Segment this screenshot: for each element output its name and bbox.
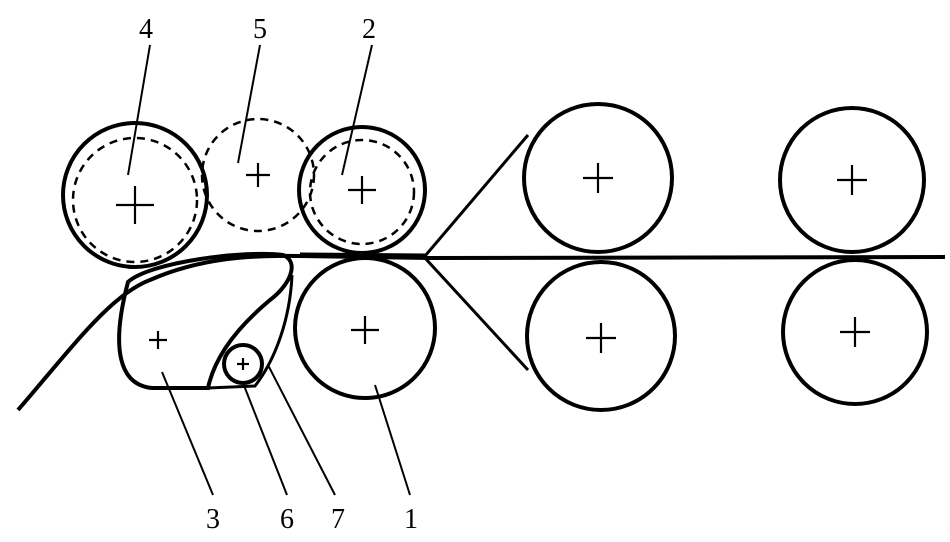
leader-7: [267, 364, 336, 496]
leader-5: [237, 44, 261, 164]
leader-4: [127, 44, 151, 176]
guide-3: [117, 251, 294, 390]
web-path: [16, 253, 946, 412]
leader-3: [161, 371, 214, 496]
tangent-upper: [423, 134, 530, 257]
label-6: 6: [280, 504, 294, 535]
label-2: 2: [362, 14, 376, 45]
roller-right-bottom: [781, 258, 929, 406]
roller-mid-bottom: [525, 260, 677, 412]
part-7: [207, 274, 294, 390]
roller-right-top: [778, 106, 926, 254]
roller-6: [222, 343, 264, 385]
roller-5: [200, 117, 316, 233]
label-5: 5: [253, 14, 267, 45]
label-4: 4: [139, 14, 153, 45]
tangent-lower: [423, 256, 530, 372]
label-1: 1: [404, 504, 418, 535]
leader-6: [242, 382, 288, 496]
label-3: 3: [206, 504, 220, 535]
label-7: 7: [331, 504, 345, 535]
web-upper-strand: [299, 252, 426, 257]
roller-2: [297, 125, 427, 255]
roller-4: [61, 121, 209, 269]
leader-2: [341, 44, 373, 176]
roller-1: [293, 256, 437, 400]
leader-1: [374, 384, 411, 496]
roller-mid-top: [522, 102, 674, 254]
